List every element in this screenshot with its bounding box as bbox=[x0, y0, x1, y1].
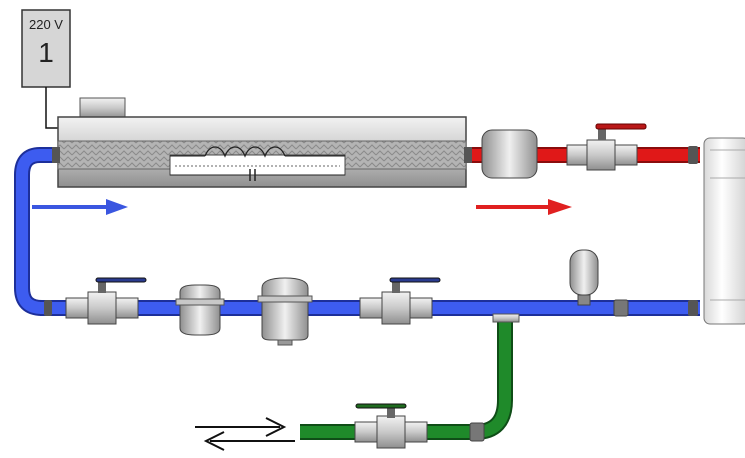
box-number-label: 1 bbox=[38, 37, 54, 68]
tee-fitting bbox=[492, 313, 520, 323]
makeup-ball-valve[interactable] bbox=[354, 403, 428, 449]
hot-line-tank bbox=[481, 129, 538, 179]
power-supply-box: 220 V 1 bbox=[21, 9, 71, 129]
valve-handle[interactable] bbox=[355, 403, 407, 409]
valve-handle[interactable] bbox=[595, 123, 647, 130]
cold-flow-arrow-icon bbox=[32, 199, 128, 215]
valve-handle[interactable] bbox=[95, 277, 147, 283]
dirt-separator bbox=[175, 284, 225, 336]
hot-ball-valve[interactable] bbox=[566, 123, 647, 171]
expansion-tank bbox=[569, 249, 599, 306]
hot-flow-arrow-icon bbox=[476, 199, 572, 215]
makeup-pipe bbox=[300, 318, 513, 440]
air-separator bbox=[257, 277, 313, 346]
valve-handle[interactable] bbox=[389, 277, 441, 283]
makeup-flow-double-arrow-icon bbox=[195, 417, 295, 451]
voltage-label: 220 V bbox=[29, 17, 63, 32]
middle-ball-valve[interactable] bbox=[359, 277, 441, 325]
coil-icon bbox=[204, 146, 286, 158]
left-ball-valve[interactable] bbox=[65, 277, 147, 325]
radiator bbox=[703, 137, 745, 325]
induction-heater bbox=[52, 97, 472, 188]
